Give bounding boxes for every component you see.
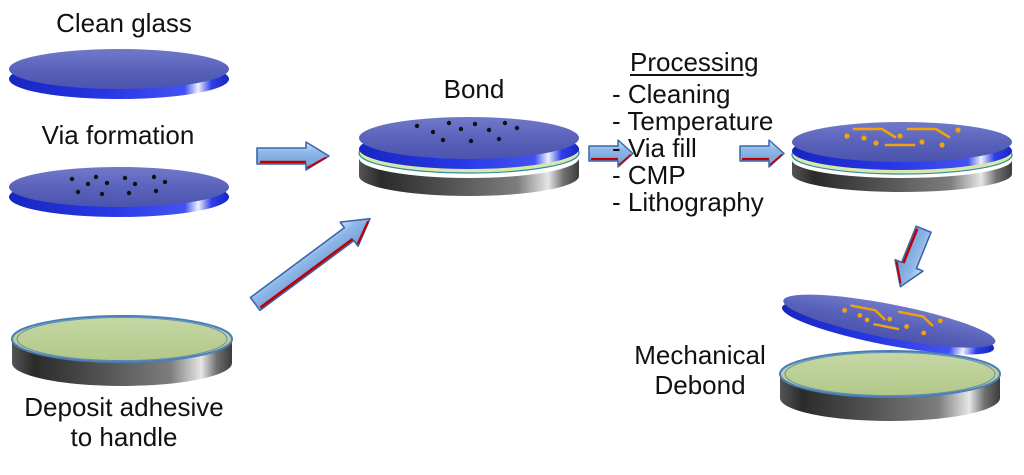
deposit-adhesive-label: Deposit adhesive to handle	[6, 392, 242, 452]
processing-step: - Lithography	[612, 187, 764, 217]
via-formation-label: Via formation	[41, 120, 195, 150]
mechanical-debond-label-line1: Mechanical	[634, 340, 766, 370]
circuit-pads-icon	[842, 307, 943, 336]
via-wafer	[9, 167, 229, 217]
bonded-stack	[358, 117, 580, 196]
arrow-handle-to-bond-icon	[249, 217, 371, 312]
processing-title: Processing	[630, 47, 759, 77]
clean-glass-wafer	[9, 49, 229, 99]
debond-handle-wafer	[779, 350, 1001, 421]
processing-steps-list: - Cleaning - Temperature - Via fill - CM…	[612, 81, 773, 216]
deposit-adhesive-label-line2: to handle	[70, 422, 178, 452]
processed-stack	[791, 122, 1013, 192]
arrow-via-to-bond-icon	[256, 141, 330, 171]
processing-step: - Via fill	[612, 133, 697, 163]
arrow-processing-to-wafer-icon	[739, 139, 785, 168]
processing-step: - CMP	[612, 160, 686, 190]
arrow-bond-to-processing-icon	[588, 139, 634, 168]
deposit-adhesive-label-line1: Deposit adhesive	[24, 392, 224, 422]
handle-wafer-with-adhesive	[11, 315, 233, 386]
circuit-traces-icon	[850, 304, 934, 331]
processing-step: - Cleaning	[612, 79, 731, 109]
circuit-pads-icon	[844, 127, 961, 148]
processing-step: - Temperature	[612, 106, 774, 136]
via-holes-icon	[414, 120, 520, 144]
circuit-traces-icon	[852, 127, 951, 147]
arrow-wafer-to-debond-icon	[894, 225, 932, 288]
bond-label: Bond	[443, 74, 505, 104]
clean-glass-label: Clean glass	[56, 8, 192, 38]
via-holes-icon	[69, 174, 168, 197]
debonded-device-wafer	[781, 294, 996, 355]
mechanical-debond-label: Mechanical Debond	[616, 340, 784, 400]
mechanical-debond-label-line2: Debond	[654, 370, 746, 400]
